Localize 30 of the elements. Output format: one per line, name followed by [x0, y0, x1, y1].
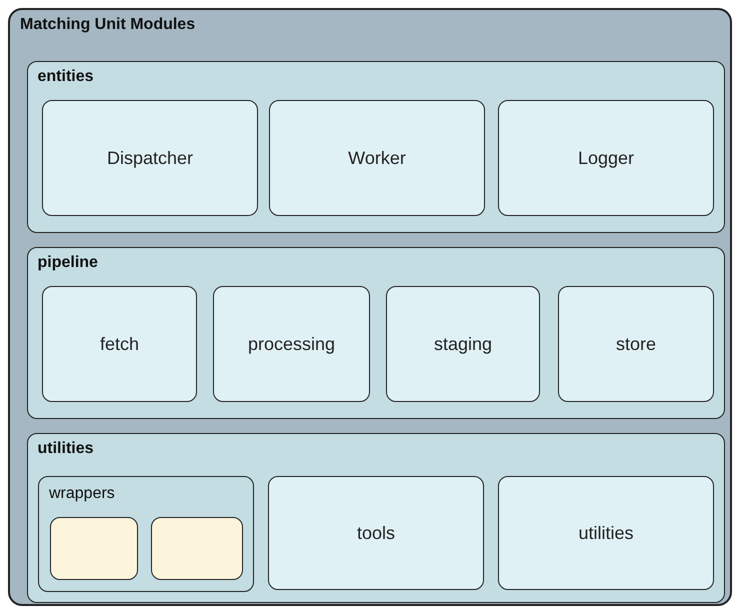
module-box: [268, 476, 484, 590]
module-label: store: [616, 334, 656, 354]
group-panel: [26, 246, 724, 418]
module-label: Logger: [578, 148, 634, 168]
module-label: tools: [356, 522, 396, 544]
module-label: utilities: [578, 522, 634, 544]
group-heading: utilities: [38, 440, 94, 458]
module-box: [150, 516, 242, 580]
group-panel: [26, 432, 724, 602]
group-panel: [38, 476, 254, 592]
group-heading: Matching Unit Modules: [20, 16, 196, 34]
module-label: processing: [248, 334, 336, 354]
module-label: staging: [434, 334, 492, 354]
module-label: Dispatcher: [106, 148, 194, 168]
module-label: fetch: [100, 334, 140, 354]
module-box: [213, 286, 370, 402]
module-box: [269, 100, 485, 216]
group-heading: pipeline: [38, 254, 98, 272]
module-box: [558, 286, 714, 402]
module-box: [42, 100, 258, 216]
module-box: [498, 476, 714, 590]
group-heading: entities: [38, 68, 94, 86]
outer-panel: [8, 8, 732, 606]
module-label: Worker: [348, 148, 406, 168]
module-box: [498, 100, 714, 216]
group-panel: [26, 60, 724, 232]
module-box: [386, 286, 540, 402]
group-heading: wrappers: [49, 485, 115, 503]
module-box: [42, 286, 197, 402]
module-box: [50, 516, 138, 580]
